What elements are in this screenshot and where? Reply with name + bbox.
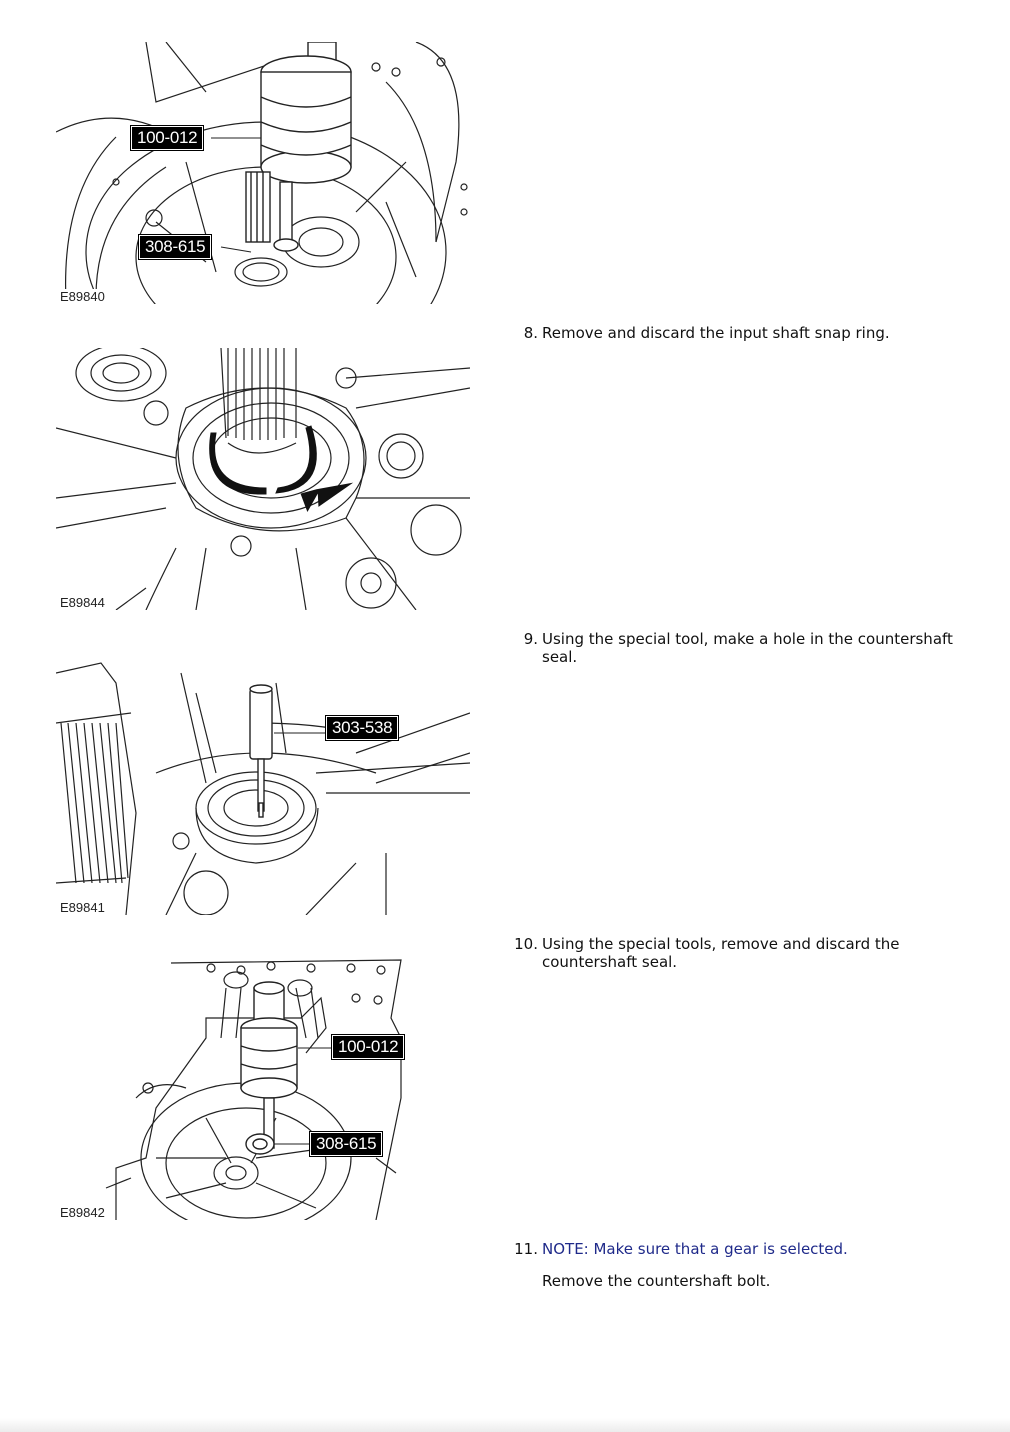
figure-code: E89842 [58,1205,107,1220]
figure-code: E89841 [58,900,107,915]
step-text: Remove the countershaft bolt. [542,1272,771,1290]
step-note: NOTE: Make sure that a gear is selected. [542,1240,848,1258]
illustration-remover-on-countershaft-seal [105,959,402,1220]
figure-e89841: 303-538 E89841 [56,653,470,915]
step-number: 11. [514,1240,538,1258]
figure-e89844: E89844 [56,348,470,610]
step-number: 9. [523,630,538,648]
step-text: Using the special tools, remove and disc… [542,935,900,971]
callout-tool-100-012: 100-012 [330,1034,406,1060]
step-number: 8. [523,324,538,342]
illustration-input-shaft-snap-ring [56,348,470,610]
figure-e89842: 100-012 308-615 E89842 [56,958,470,1220]
figure-code: E89840 [58,289,107,304]
callout-tool-308-615: 308-615 [137,234,213,260]
callout-tool-308-615: 308-615 [308,1131,384,1157]
illustration-tool-in-countershaft-seal [56,662,470,915]
callout-tool-100-012: 100-012 [129,125,205,151]
step-text: Remove and discard the input shaft snap … [542,324,890,342]
step-number: 10. [514,935,538,953]
callout-tool-303-538: 303-538 [324,715,400,741]
illustration-remover-on-input-shaft [56,42,468,304]
step-text: Using the special tool, make a hole in t… [542,630,953,666]
figure-e89840: 100-012 308-615 E89840 [56,42,470,304]
page-bottom-edge [0,1418,1010,1432]
step-11: 11. NOTE: Make sure that a gear is selec… [508,1240,968,1300]
figure-code: E89844 [58,595,107,610]
